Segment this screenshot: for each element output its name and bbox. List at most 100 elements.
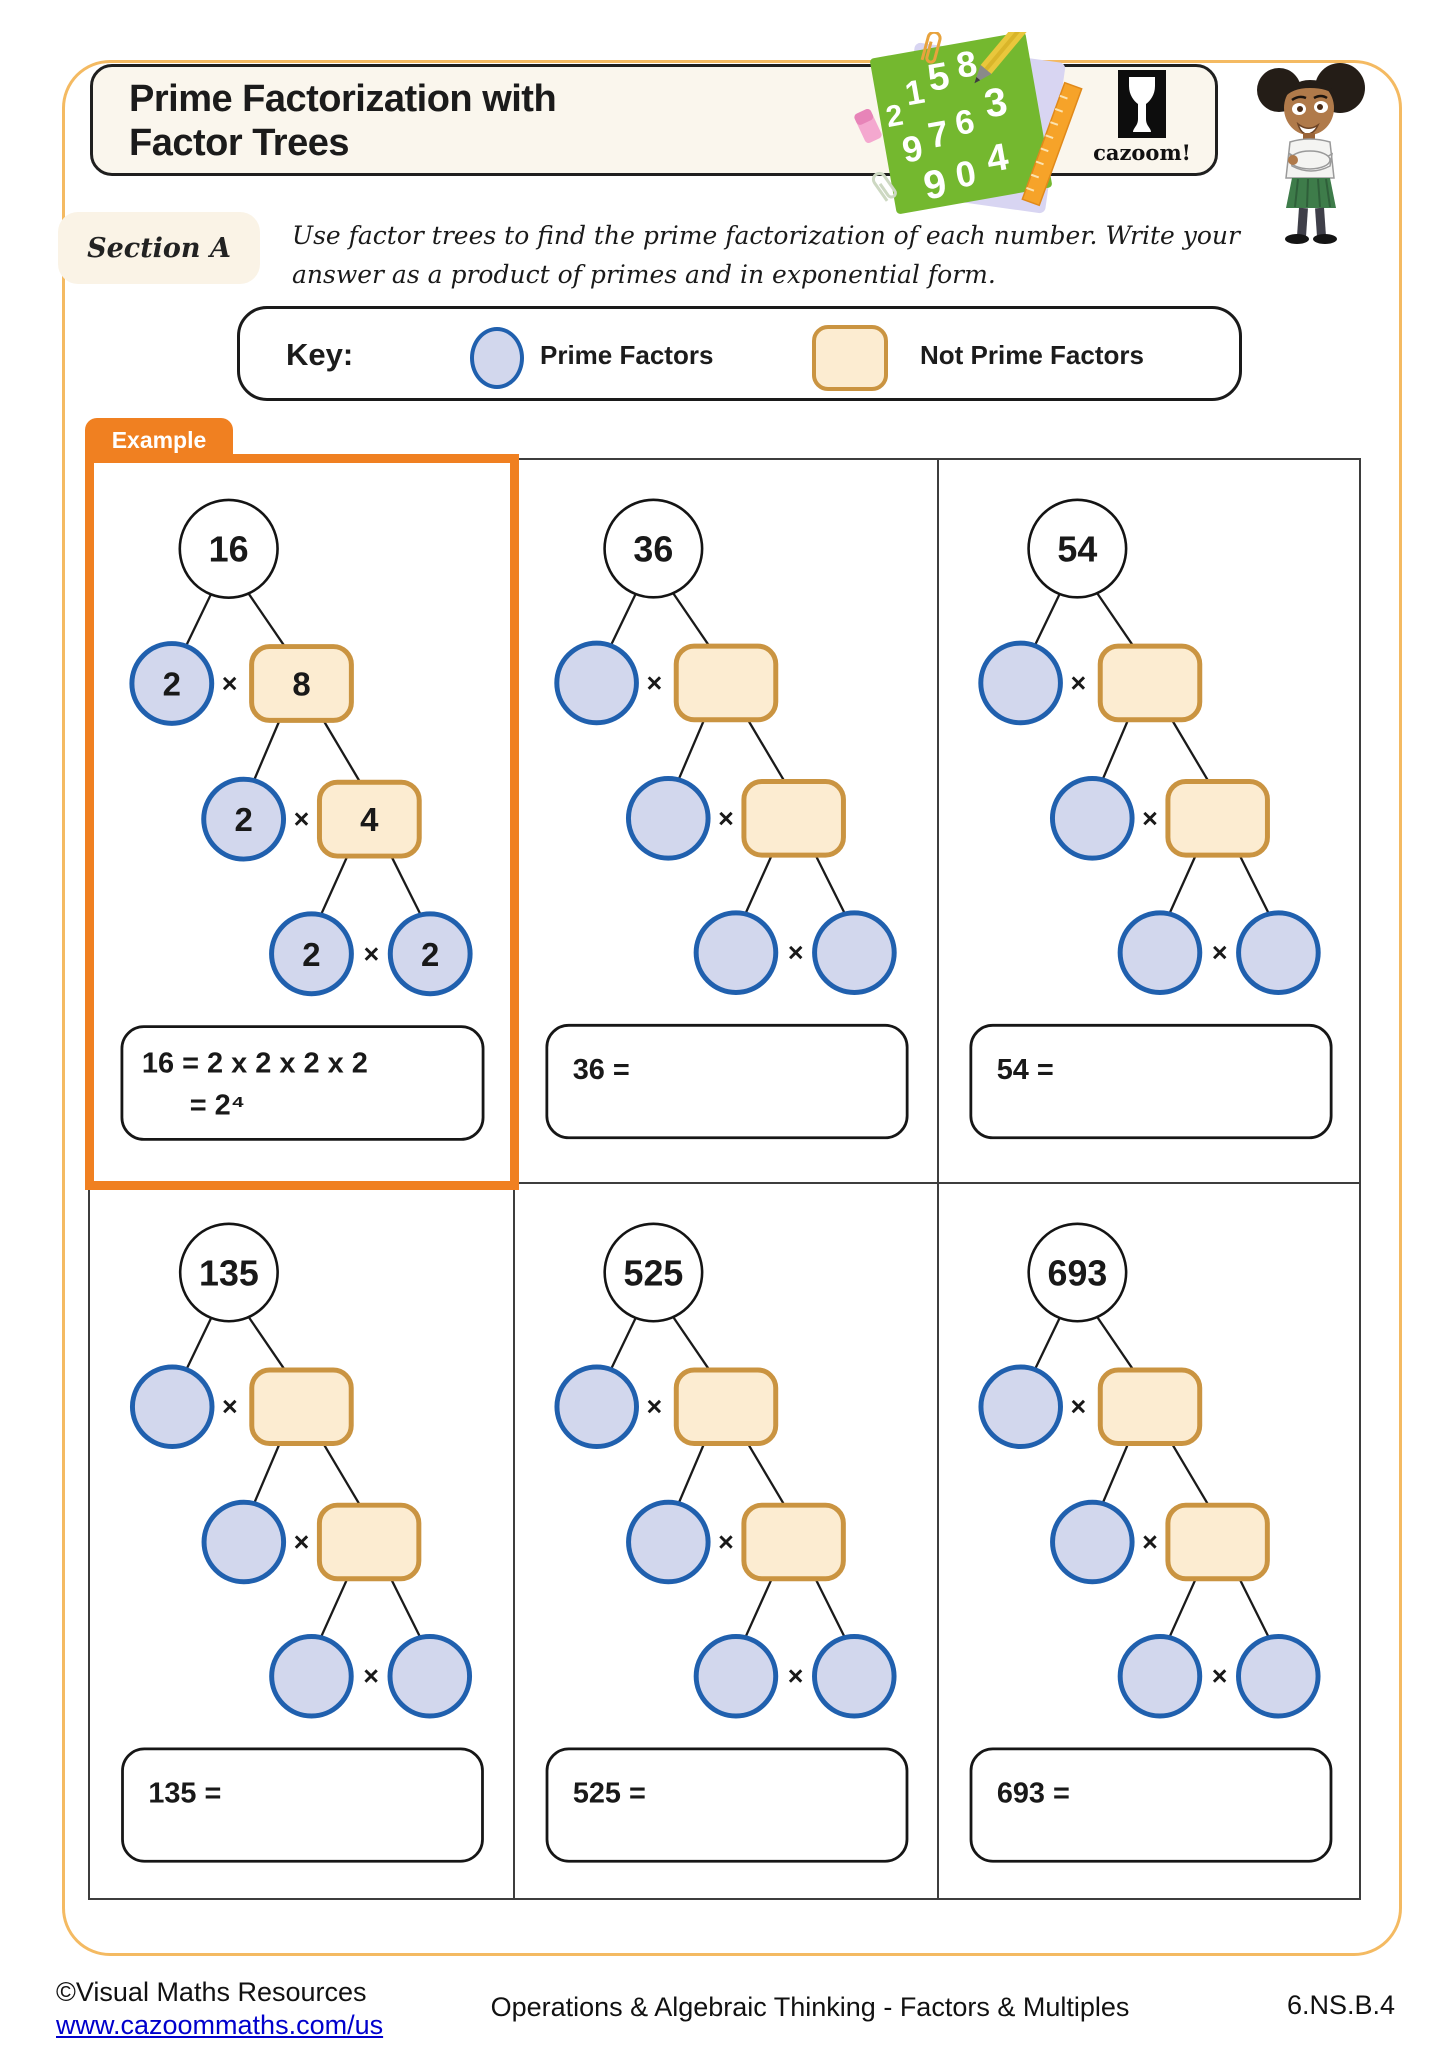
- composite-factor-node[interactable]: [1165, 778, 1270, 858]
- prime-factor-node[interactable]: [1049, 776, 1135, 861]
- paperclip-icon: [871, 171, 897, 202]
- times-sign: ×: [222, 1392, 238, 1422]
- student-character-illustration: [1257, 63, 1365, 244]
- not-prime-factors-label: Not Prime Factors: [920, 340, 1144, 370]
- prime-factor-node[interactable]: [1236, 1633, 1321, 1719]
- composite-factor-node[interactable]: [741, 778, 846, 858]
- node-value: 2: [421, 936, 439, 973]
- not-prime-factor-key-icon: [812, 325, 888, 391]
- times-sign: ×: [788, 938, 804, 968]
- times-sign: ×: [1142, 1527, 1158, 1557]
- prime-factor-node[interactable]: [129, 1364, 215, 1450]
- tree-edges: [609, 589, 847, 916]
- tree-edges: [1033, 589, 1271, 916]
- root-number-node: [1027, 1222, 1128, 1323]
- prime-factor-node[interactable]: [554, 1364, 639, 1450]
- times-sign: ×: [222, 668, 238, 698]
- ruler-icon: [1021, 81, 1083, 207]
- root-number-node: [178, 498, 279, 599]
- title-line-1: Prime Factorization with: [129, 78, 557, 120]
- page-border: [62, 60, 1402, 1956]
- composite-factor-node[interactable]: [1097, 643, 1203, 723]
- root-number-node: [603, 1222, 704, 1323]
- answer-line-2: = 2⁴: [190, 1089, 245, 1121]
- answer-box[interactable]: [969, 1023, 1333, 1140]
- times-sign: ×: [294, 804, 310, 834]
- root-number-node: [1027, 498, 1128, 599]
- prime-factor-node[interactable]: [1236, 910, 1321, 995]
- tree-edges: [185, 1313, 422, 1639]
- root-number: 16: [209, 529, 249, 570]
- times-sign: ×: [718, 803, 734, 833]
- answer-line-1: 16 = 2 x 2 x 2 x 2: [142, 1048, 368, 1080]
- prime-factor-node[interactable]: [554, 640, 639, 726]
- composite-factor-node[interactable]: [673, 643, 779, 723]
- answer-box[interactable]: [545, 1747, 909, 1863]
- prime-factor-node[interactable]: [812, 1633, 897, 1719]
- composite-factor-node[interactable]: [249, 1367, 354, 1447]
- root-number-node: [603, 498, 704, 599]
- note-green-sheet: [870, 32, 1052, 214]
- prime-factor-node[interactable]: [978, 1364, 1063, 1450]
- pencil-icon: [974, 32, 1037, 84]
- root-number-node: [178, 1222, 279, 1323]
- prime-factor-node[interactable]: [1050, 1499, 1135, 1585]
- composite-factor-node[interactable]: [1097, 1367, 1203, 1447]
- answer-box[interactable]: [121, 1747, 484, 1863]
- prime-factor-key-icon: [470, 327, 524, 389]
- prime-factor-node[interactable]: [387, 1633, 473, 1719]
- factor-tree: 693 × × × 693 =: [969, 1222, 1333, 1863]
- paperclip-icon: [920, 32, 942, 64]
- worksheet-grid: 16 2 × 8 2 × 4 2 × 2 16 = 2 x 2 x 2 x 2 …: [85, 418, 1361, 1900]
- sticky-note-illustration: 2 1 5 8 9 7 6 3 9 0 4: [854, 32, 1083, 214]
- prime-factor-node[interactable]: [625, 776, 711, 861]
- prime-factor-node[interactable]: [978, 640, 1063, 726]
- instructions: Use factor trees to find the prime facto…: [292, 216, 1252, 294]
- prime-factor-node[interactable]: [201, 1499, 287, 1585]
- page-title: Prime Factorization with Factor Trees: [129, 77, 557, 165]
- root-number: 54: [1057, 530, 1097, 570]
- factor-tree-cell: 525 × × × 525 = Example: [513, 1182, 937, 1898]
- answer-prefix: 36 =: [573, 1054, 630, 1086]
- tree-edges: [609, 1313, 847, 1639]
- prime-factor-node: [129, 641, 215, 726]
- factor-tree-cell: 16 2 × 8 2 × 4 2 × 2 16 = 2 x 2 x 2 x 2 …: [85, 418, 519, 1190]
- factor-tree: 16 2 × 8 2 × 4 2 × 2 16 = 2 x 2 x 2 x 2 …: [120, 498, 485, 1141]
- composite-factor-node[interactable]: [741, 1502, 846, 1582]
- times-sign: ×: [1070, 668, 1086, 698]
- prime-factor-node[interactable]: [1117, 910, 1203, 995]
- prime-factor-node[interactable]: [626, 1499, 711, 1585]
- tree-edges: [1033, 1313, 1271, 1639]
- prime-factor-node[interactable]: [1117, 1633, 1203, 1719]
- times-sign: ×: [788, 1661, 804, 1691]
- tree-edges: [184, 590, 423, 917]
- prime-factor-node: [269, 911, 354, 997]
- instructions-line-2: answer as a product of primes and in exp…: [292, 260, 996, 289]
- prime-factor-node[interactable]: [693, 910, 779, 995]
- factor-tree-cell: 135 × × × 135 = Example: [90, 1182, 513, 1898]
- answer-prefix: 525 =: [573, 1778, 646, 1810]
- factor-tree: 36 × × × 36 =: [545, 498, 909, 1140]
- section-label: Section A: [58, 212, 260, 284]
- composite-factor-node[interactable]: [673, 1367, 779, 1447]
- composite-factor-node[interactable]: [1165, 1502, 1270, 1582]
- prime-factor-node[interactable]: [269, 1633, 354, 1719]
- answer-prefix: 135 =: [148, 1778, 221, 1810]
- answer-prefix: 693 =: [997, 1778, 1070, 1810]
- example-tab-label: Example: [111, 427, 207, 453]
- eraser-icon: [854, 109, 882, 143]
- prime-factor-node[interactable]: [812, 910, 897, 995]
- factor-tree-cell: 36 × × × 36 = Example: [513, 460, 937, 1182]
- node-value: 2: [234, 801, 252, 838]
- logo-text: cazoom!: [1093, 140, 1191, 165]
- composite-factor-node[interactable]: [316, 1502, 422, 1582]
- node-value: 4: [360, 801, 379, 838]
- key-label: Key:: [286, 337, 354, 372]
- prime-factor-node[interactable]: [693, 1633, 779, 1719]
- cazoom-link[interactable]: www.cazoommaths.com/us: [56, 2010, 384, 2040]
- title-line-2: Factor Trees: [129, 122, 350, 164]
- answer-box[interactable]: [545, 1023, 909, 1140]
- key-box: Key: Prime Factors Not Prime Factors: [237, 306, 1242, 401]
- factor-tree: 525 × × × 525 =: [545, 1222, 909, 1863]
- answer-box[interactable]: [969, 1747, 1333, 1863]
